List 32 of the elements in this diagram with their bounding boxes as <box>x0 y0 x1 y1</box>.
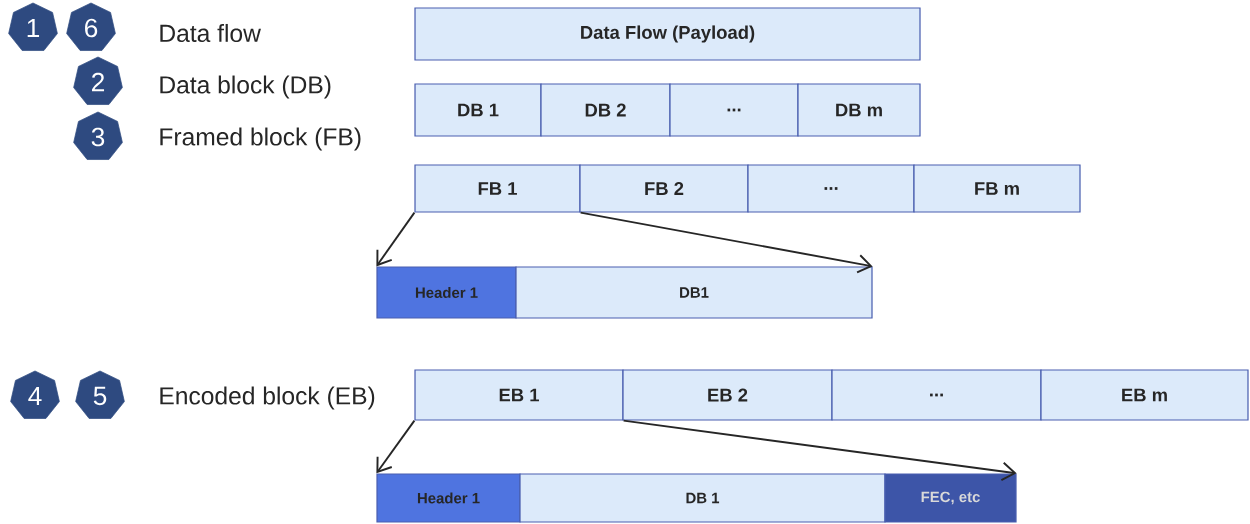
block-cell: ... <box>669 83 799 137</box>
block-cell: DB1 <box>515 266 873 319</box>
number-badge: 6 <box>66 2 116 51</box>
row-label: Encoded block (EB) <box>160 386 375 410</box>
block-cell: ... <box>747 164 915 213</box>
block-cell: EB 1 <box>414 369 624 421</box>
number-badge: 2 <box>73 56 123 105</box>
block-cell: EB m <box>1040 369 1249 421</box>
block-cell: ... <box>831 369 1042 421</box>
number-badge: 4 <box>10 370 60 419</box>
block-cell: DB 1 <box>414 83 542 137</box>
block-cell: DB 2 <box>540 83 671 137</box>
row-label: Framed block (FB) <box>160 127 361 151</box>
block-cell: DB 1 <box>519 473 886 523</box>
arrow <box>622 419 1017 482</box>
number-badge: 5 <box>75 370 125 419</box>
block-cell: FB 2 <box>579 164 749 213</box>
number-badge: 3 <box>73 111 123 160</box>
block-cell: FB 1 <box>414 164 581 213</box>
row-label: Data block (DB) <box>160 75 331 99</box>
arrow <box>376 419 416 474</box>
block-cell: Header 1 <box>376 266 517 319</box>
arrow <box>579 211 873 274</box>
number-badge: 1 <box>8 2 58 51</box>
block-cell: FB m <box>913 164 1081 213</box>
arrow <box>376 211 416 267</box>
block-cell: DB m <box>797 83 921 137</box>
row-label: Data flow <box>160 23 261 43</box>
block-cell: EB 2 <box>622 369 833 421</box>
block-cell: Data Flow (Payload) <box>414 7 921 61</box>
block-cell: Header 1 <box>376 473 521 523</box>
block-cell: FEC, etc <box>884 473 1017 523</box>
